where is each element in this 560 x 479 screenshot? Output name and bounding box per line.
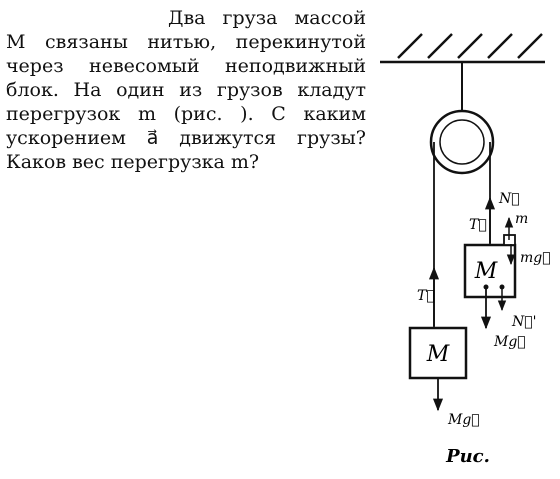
ceiling [380, 33, 545, 64]
problem-line-4: блок. На один из грузов кладут [6, 79, 366, 101]
tension-label-right: T⃗ [469, 217, 487, 233]
weight-label-right: Mg⃗ [493, 334, 526, 350]
overload-label: m [515, 211, 528, 227]
normal-label-down: N⃗' [511, 314, 537, 330]
left-block-label: M [426, 342, 450, 367]
problem-line-2: M связаны нитью, перекинутой [6, 31, 366, 53]
figure-caption: Рис. [445, 446, 490, 467]
pulley [429, 109, 495, 175]
problem-line-1: Два груза массой [168, 7, 366, 29]
problem-line-5: перегрузок m (рис. ). С каким [6, 103, 366, 125]
problem-line-3: через невесомый неподвижный [6, 55, 366, 77]
tension-label-left: T⃗ [417, 288, 435, 304]
right-block [463, 243, 517, 299]
problem-text: Два груза массой M связаны нитью, переки… [6, 6, 366, 174]
weight-label-left: Mg⃗ [447, 412, 480, 428]
normal-label-up: N⃗ [498, 191, 520, 207]
weight-label-small: mg⃗ [520, 250, 551, 266]
problem-line-7: Каков вес перегрузка m? [6, 151, 260, 173]
problem-line-6: ускорением a⃗ движутся грузы? [6, 127, 366, 149]
right-block-label: M [474, 259, 498, 284]
